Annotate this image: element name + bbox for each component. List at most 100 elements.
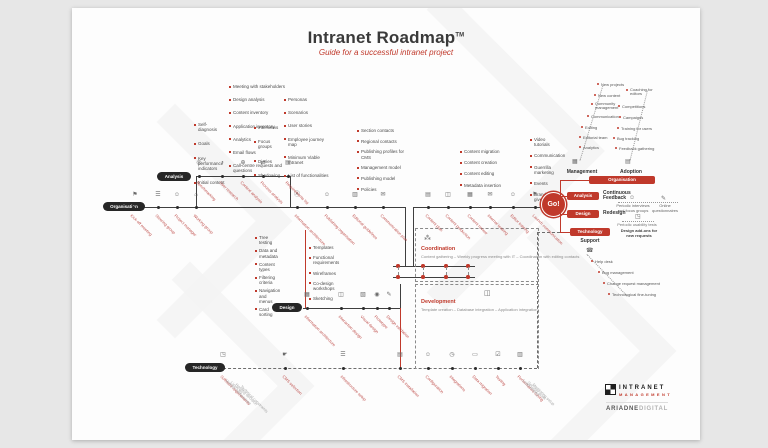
bullet-item-text: Employee journey map [288, 136, 325, 147]
note-label: Monitoring setup [531, 382, 565, 406]
analysis-branch-up [195, 176, 197, 208]
bullet-item: Call-centre requests and questions [229, 163, 287, 173]
bullet-item-text: Content migration [464, 149, 500, 154]
bullet-item: Content creation [460, 160, 502, 165]
loop-h0 [560, 180, 589, 181]
management-item: New projects [596, 82, 625, 87]
station-label: Information architecture [293, 205, 327, 246]
station-label: Steering group [154, 205, 177, 235]
coordination-box [415, 228, 539, 282]
bullet-item-text: Content inventory [233, 110, 269, 116]
station-label: Kick-off meeting [129, 205, 153, 237]
bullet-item: Personas [284, 97, 334, 102]
bullet-item-text: Shadowing [258, 172, 281, 178]
station-label-text: Infrastructure setup [339, 374, 368, 402]
development-subtitle: Template creation – Database integration… [421, 307, 538, 312]
logo-ariadne-digital: ARIADNEDIGITAL [606, 406, 669, 412]
loop-vertical [560, 180, 561, 232]
bullet-item: Key performance indicators [194, 156, 226, 172]
trademark: TM [455, 32, 465, 39]
management-item-text: Communication [591, 114, 619, 119]
support-item-text: Help desk [595, 259, 613, 264]
bullet-item-text: Design analysis [233, 97, 265, 103]
bullet-item: Tree testing [255, 235, 281, 245]
clock-icon: ◷ [449, 352, 455, 358]
bullet-item-text: Goals [198, 141, 210, 147]
continuous-feedback-label: Continuous Feedback [603, 190, 631, 202]
feedback-method: Online questionnaires [652, 203, 678, 213]
organisation-badge: Organisation [103, 202, 145, 211]
feedback-method: Periodic interviews and focus groups [614, 203, 652, 213]
station-label: Process analysis [259, 174, 284, 205]
station-label: Benchmarking [195, 174, 217, 202]
guidelines-icon: ▥ [352, 192, 358, 198]
usability-note-text: Periodic usability tests [617, 222, 657, 227]
iteration-dot [421, 275, 425, 279]
bullet-item: Content editing [460, 171, 502, 176]
analysis-loop-bar: Analysis [567, 192, 599, 200]
bullet-item-text: Guerrilla marketing [534, 164, 554, 175]
bullet-item: Analytics [229, 137, 287, 142]
technology-badge: Technology [185, 363, 225, 372]
iteration-dot [396, 275, 400, 279]
bullet-item-text: Wireframes [313, 270, 337, 276]
binoculars-icon: ◎ [196, 160, 202, 166]
iteration-rail-top [393, 265, 475, 267]
design-technology-connector [400, 308, 401, 368]
archive-icon: ▦ [467, 192, 473, 198]
prelaunch-line [413, 206, 541, 208]
bullet-item-text: Section contacts [361, 128, 395, 133]
station-label: Editor training [509, 205, 530, 234]
iteration-rail-bottom [393, 276, 475, 278]
checkered-flag-icon [605, 384, 616, 395]
check-icon: ☑ [495, 352, 501, 358]
bullet-item-text: List of functionalities [288, 173, 329, 179]
bullet-item: Employee journey map [284, 137, 334, 147]
technology-loop-connector [537, 232, 538, 368]
adoption-item: Competitions [617, 104, 645, 109]
bullet-item: Goals [194, 141, 226, 146]
bullet-item: Section contacts [357, 128, 409, 133]
page-title: Intranet RoadmapTM [307, 28, 465, 47]
development-title: Development [421, 299, 456, 305]
bullet-item-text: Analytics [233, 136, 252, 142]
bullet-item-text: Events [534, 180, 548, 186]
station-label: Data migration [471, 366, 493, 396]
bullet-item: Sketching [309, 296, 355, 301]
grid-icon: ▦ [304, 292, 310, 298]
support-item: Change request management [603, 281, 660, 286]
bullet-item: Communication [530, 153, 565, 158]
analysis-badge: Analysis [157, 171, 191, 181]
folder-icon: ▭ [472, 352, 478, 358]
feedback-method-text: Periodic interviews and focus groups [616, 203, 650, 213]
cursor-icon: ☛ [282, 352, 288, 358]
station-label: Context analysis [239, 174, 264, 204]
station-label: Content plan [424, 205, 444, 233]
station-label-text: Information architecture [303, 314, 337, 348]
stack-icon: ▤ [397, 352, 403, 358]
iteration-down-line [405, 207, 407, 266]
support-item: Help desk [591, 259, 613, 264]
bullet-item-text: Data and metadata [259, 248, 278, 259]
bullet-item: Wireframes [309, 271, 355, 276]
bullet-item-text: Self-diagnosis [198, 122, 218, 133]
bullet-item: Card sorting [255, 307, 281, 317]
management-item-text: New content [598, 93, 621, 98]
adoption-item: Feedback gathering [614, 146, 655, 151]
bullet-item-text: Sketching [313, 296, 333, 302]
management-item-text: New projects [601, 82, 625, 87]
loop-h2 [560, 214, 567, 215]
adoption-item-text: Feedback gathering [619, 146, 655, 151]
bullet-item-text: Co-design workshops [313, 280, 335, 291]
kickoff-flag-icon: ⚑ [132, 192, 138, 198]
iteration-rung [398, 267, 399, 275]
bullet-item-text: Tree testing [259, 235, 273, 246]
usability-note-text: Design add-ons for new requests [620, 228, 658, 238]
adoption-item: Bug tracking [612, 136, 639, 141]
exchange-icon: ⇄ [260, 160, 266, 166]
bullet-item-text: Communication [534, 153, 566, 159]
note-label: Technical constraints [239, 384, 280, 414]
design-loop-bar: Design [567, 210, 599, 218]
